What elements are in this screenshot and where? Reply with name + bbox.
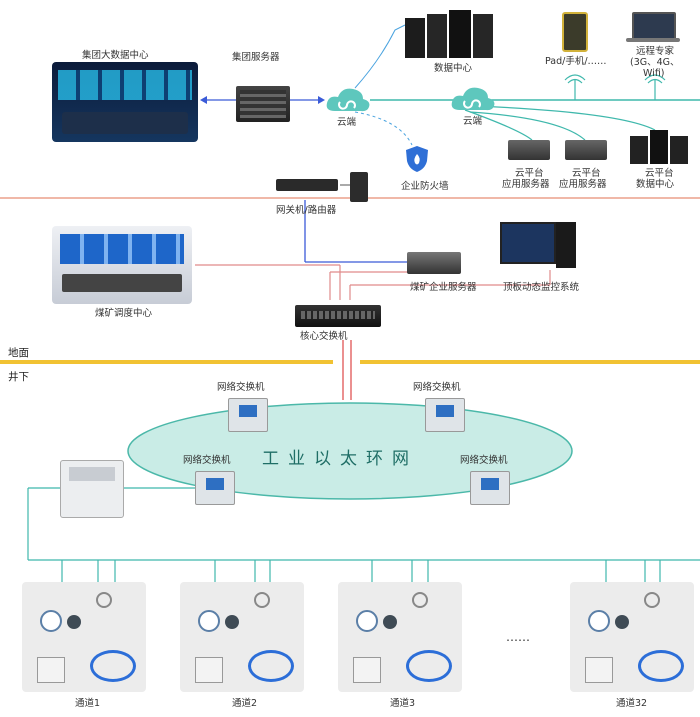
net-switch-mr-label: 网络交换机 (460, 455, 508, 466)
cloud-app-server-icon (508, 140, 550, 160)
datacenter-racks-icon (405, 10, 501, 58)
mine-server-label: 煤矿企业服务器 (410, 282, 477, 293)
sensor-icon (615, 615, 629, 629)
dispatch-label: 煤矿调度中心 (95, 308, 153, 319)
wifi-signal-icon (564, 74, 666, 100)
sensor-icon (67, 615, 81, 629)
cloud-app2-label-1: 云平台 (572, 168, 601, 179)
channel-panel (22, 582, 146, 692)
cable-coil-icon (638, 650, 684, 682)
pressure-gauge-icon (254, 592, 270, 608)
roof-system-label: 顶板动态监控系统 (503, 282, 580, 293)
big-data-center-image (52, 62, 198, 142)
group-server-label: 集团服务器 (232, 52, 280, 63)
expert-label-2: (3G、4G、 (630, 57, 680, 68)
group-bigdata-label: 集团大数据中心 (82, 50, 149, 61)
cable-coil-icon (90, 650, 136, 682)
net-switch-tl-label: 网络交换机 (217, 382, 265, 393)
zone-surface-label: 地面 (8, 347, 29, 359)
network-switch-icon (195, 471, 235, 505)
gateway-label: 网关机/路由器 (276, 205, 337, 216)
channel-panel (180, 582, 304, 692)
net-switch-tr-label: 网络交换机 (413, 382, 461, 393)
data-logger-icon (585, 657, 613, 683)
dispatch-center-image (52, 226, 192, 304)
pc-tower-icon (556, 222, 576, 268)
core-switch-label: 核心交换机 (300, 331, 348, 342)
cable-coil-icon (406, 650, 452, 682)
channel-panel (338, 582, 462, 692)
channel-2-label: 通道2 (232, 698, 258, 709)
underground-controller-icon (60, 460, 124, 518)
channel-3-label: 通道3 (390, 698, 416, 709)
cloud-app-server-icon (565, 140, 607, 160)
sensor-icon (225, 615, 239, 629)
gauge-icon (588, 610, 610, 632)
cloud-app2-label-2: 应用服务器 (559, 179, 607, 190)
channel-panel (570, 582, 694, 692)
core-switch-icon (295, 305, 381, 327)
net-switch-ml-label: 网络交换机 (183, 455, 231, 466)
firewall-label: 企业防火墙 (401, 181, 449, 192)
pressure-gauge-icon (96, 592, 112, 608)
zone-underground-label: 井下 (8, 371, 29, 383)
arrow-left-icon (200, 96, 207, 104)
cloud-data-label-1: 云平台 (645, 168, 674, 179)
mine-server-icon (407, 252, 461, 274)
cloud-icon (451, 87, 495, 111)
group-server-icon (236, 86, 290, 122)
router-icon (350, 172, 368, 202)
ellipsis-label: …… (506, 630, 530, 644)
pressure-gauge-icon (412, 592, 428, 608)
channel-1-label: 通道1 (75, 698, 101, 709)
gateway-device-icon (276, 179, 338, 191)
datacenter-label: 数据中心 (434, 63, 473, 74)
cable-coil-icon (248, 650, 294, 682)
network-switch-icon (228, 398, 268, 432)
gauge-icon (198, 610, 220, 632)
pad-label: Pad/手机/…… (545, 56, 607, 67)
sensor-icon (383, 615, 397, 629)
pad-phone-icon (562, 12, 588, 52)
cloud-app1-label-2: 应用服务器 (502, 179, 550, 190)
network-switch-icon (425, 398, 465, 432)
arrow-right-icon (318, 96, 325, 104)
data-logger-icon (353, 657, 381, 683)
ring-label: 工业以太环网 (262, 449, 418, 469)
pressure-gauge-icon (644, 592, 660, 608)
data-logger-icon (195, 657, 223, 683)
cloud-icon (326, 88, 370, 112)
gauge-icon (356, 610, 378, 632)
gauge-icon (40, 610, 62, 632)
channel-32-label: 通道32 (616, 698, 648, 709)
firewall-shield-icon (406, 146, 428, 172)
cloud-left-label: 云端 (337, 117, 357, 128)
cloud-app1-label-1: 云平台 (515, 168, 544, 179)
cloud-right-label: 云端 (463, 116, 483, 127)
cloud-data-label-2: 数据中心 (636, 179, 675, 190)
monitor-icon (500, 222, 556, 264)
laptop-icon (632, 12, 676, 40)
cloud-datacenter-racks-icon (630, 130, 690, 164)
expert-label-1: 远程专家 (636, 46, 675, 57)
network-switch-icon (470, 471, 510, 505)
data-logger-icon (37, 657, 65, 683)
expert-label-3: Wifi) (643, 68, 665, 79)
